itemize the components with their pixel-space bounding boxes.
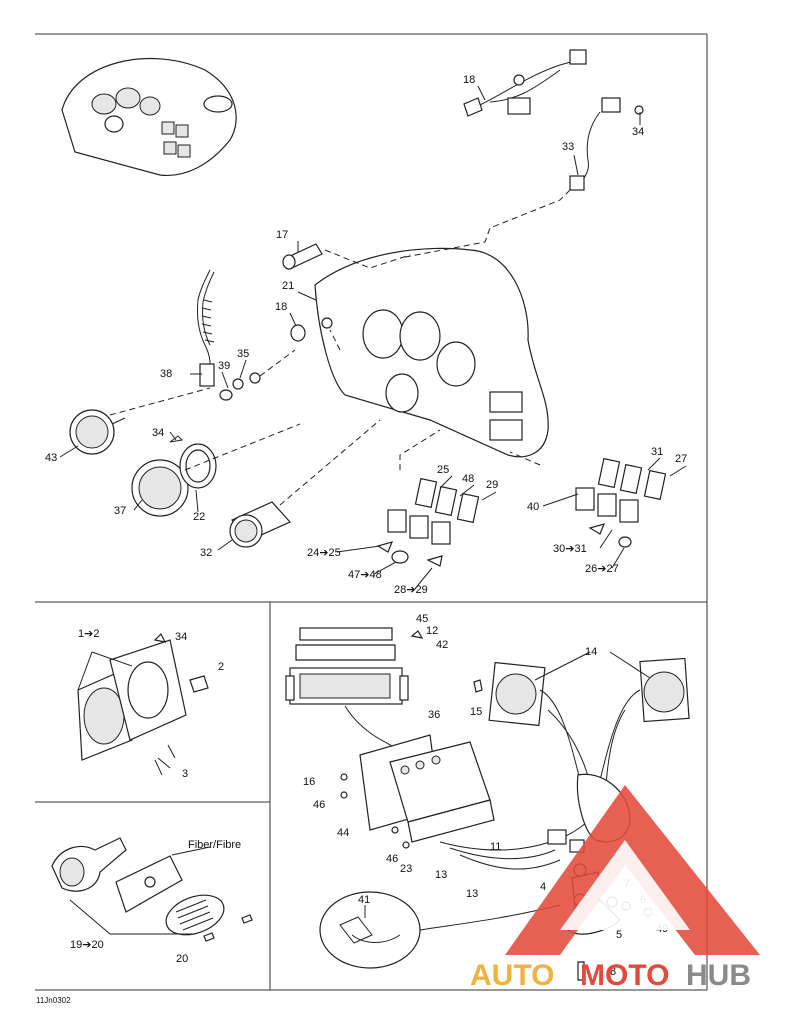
callout: 43 [45, 452, 57, 464]
switch-part-17 [282, 243, 411, 270]
callout: 39 [218, 360, 230, 372]
callout: 13 [466, 888, 478, 900]
callout: 45 [416, 613, 428, 625]
callout: 25 [437, 464, 449, 476]
cable-assembly-38 [197, 269, 306, 401]
dash-console-thumbnail [61, 58, 237, 177]
callout: 30➔31 [553, 543, 587, 555]
radio-faceplate [285, 627, 424, 751]
wiring-harness-top [399, 49, 644, 259]
callout: 40 [527, 501, 539, 513]
callout: 21 [282, 280, 294, 292]
section-frames [35, 33, 708, 991]
switch-group-left [376, 429, 480, 567]
speakers [473, 651, 690, 786]
callout: 44 [337, 827, 349, 839]
callout: 48 [462, 473, 474, 485]
callout: 17 [276, 229, 288, 241]
watermark-moto: MOTO [580, 959, 669, 992]
callout: 23 [400, 863, 412, 875]
callout: 27 [675, 453, 687, 465]
callout: 22 [193, 511, 205, 523]
callout: 38 [160, 368, 172, 380]
callout: 13 [435, 869, 447, 881]
gauges [69, 387, 381, 548]
callout: 32 [200, 547, 212, 559]
callout: 18 [463, 74, 475, 86]
watermark-auto: AUTO [470, 959, 554, 992]
callout: 15 [470, 706, 482, 718]
callout: 35 [237, 348, 249, 360]
watermark-hub: HUB [686, 959, 751, 992]
callouts-middle-left: 1➔2 34 2 3 [78, 628, 224, 780]
radio-chassis [340, 734, 495, 849]
switch-group-right [509, 451, 667, 548]
callout: 31 [651, 446, 663, 458]
callout: 1➔2 [78, 628, 99, 640]
callout: 12 [426, 625, 438, 637]
callout: 41 [358, 894, 370, 906]
callout: 26➔27 [585, 563, 619, 575]
callout: 37 [114, 505, 126, 517]
callout: 8 [610, 966, 616, 978]
automotohub-watermark: AUTO MOTO HUB [470, 785, 760, 992]
callout: 33 [562, 141, 574, 153]
diagram-code: 11Jn0302 [36, 996, 71, 1005]
callout: 18 [275, 301, 287, 313]
horn-assembly [51, 837, 253, 942]
callout: 4 [540, 881, 546, 893]
callout: 46 [313, 799, 325, 811]
callout: 16 [303, 776, 315, 788]
callout: 47➔48 [348, 569, 382, 581]
callout: 24➔25 [307, 547, 341, 559]
callout: 20 [176, 953, 188, 965]
dashboard-panel [314, 247, 549, 458]
callout: 34 [175, 631, 187, 643]
callout: 3 [182, 768, 188, 780]
callout: 34 [632, 126, 644, 138]
callout: 28➔29 [394, 584, 428, 596]
wire-detail-callout-41 [319, 891, 561, 969]
callout: 29 [486, 479, 498, 491]
callout: 11 [490, 841, 501, 853]
callouts-top: 18 34 33 17 21 18 38 39 35 34 43 37 22 3… [45, 74, 687, 596]
callout: 42 [436, 639, 448, 651]
speedometer-housing-assembly [77, 632, 209, 776]
callout: 5 [616, 929, 622, 941]
callout: 14 [585, 646, 597, 658]
callout: 19➔20 [70, 939, 104, 951]
callouts-bottom-left: Fiber/Fibre 19➔20 20 [70, 839, 241, 965]
callout: 34 [152, 427, 164, 439]
callout: 46 [386, 853, 398, 865]
fiber-annotation: Fiber/Fibre [188, 839, 241, 851]
callout: 36 [428, 709, 440, 721]
callout: 2 [218, 661, 224, 673]
